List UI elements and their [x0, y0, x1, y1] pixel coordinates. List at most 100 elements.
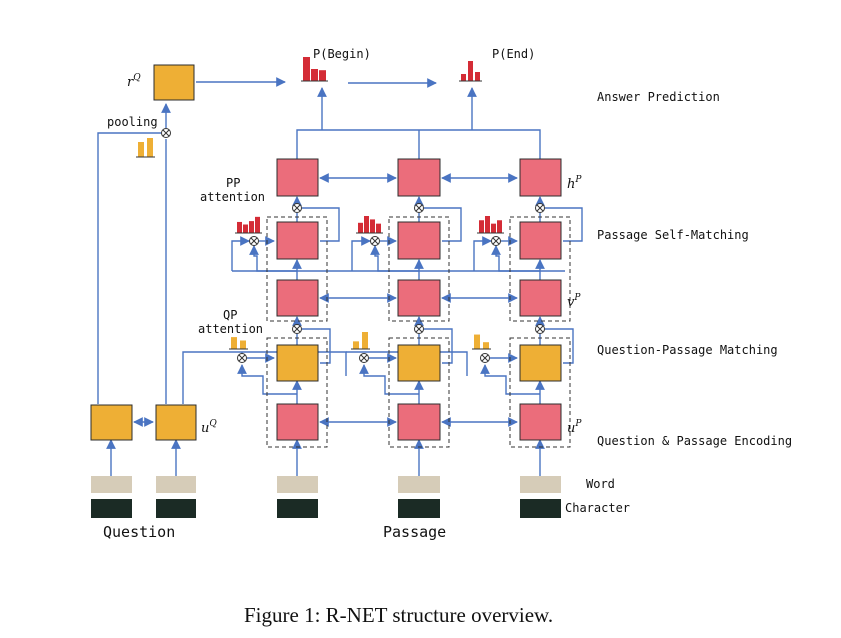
bar	[474, 334, 480, 349]
bar	[479, 220, 484, 233]
word-embedding	[156, 476, 196, 493]
multiply-operator-icon	[414, 324, 424, 334]
uP-symbol: uP	[567, 419, 582, 436]
bar	[461, 74, 466, 81]
pp-attention-bars	[356, 216, 383, 234]
pooling-bars	[136, 138, 155, 158]
bar	[370, 219, 375, 233]
pp-attention-bars	[477, 216, 504, 234]
hp-cell	[519, 158, 562, 197]
qp-attention-bars	[472, 334, 491, 350]
qp-matching-cell	[519, 344, 562, 382]
bar	[243, 224, 248, 233]
multiply-operator-icon	[249, 236, 259, 246]
passage-encoder-cell	[397, 403, 441, 441]
word-embedding	[91, 476, 132, 493]
bar	[237, 221, 242, 233]
bar	[147, 138, 153, 157]
bar	[483, 342, 489, 349]
char-embedding	[398, 499, 440, 518]
self-matching-cell	[519, 221, 562, 260]
self-matching-cell	[276, 221, 319, 260]
pp-attention-bars	[235, 216, 262, 234]
bar	[319, 70, 326, 81]
bar	[468, 61, 473, 81]
bar	[485, 216, 490, 233]
pooling-label: pooling	[107, 115, 158, 129]
word-embedding	[398, 476, 440, 493]
p-end-label: P(End)	[492, 47, 535, 61]
connectors	[97, 77, 583, 476]
qp-attention-label: QP	[223, 308, 237, 322]
question-label: Question	[103, 523, 175, 541]
bar	[240, 340, 246, 349]
bar	[364, 216, 369, 233]
bar	[303, 57, 310, 81]
hp-cell	[397, 158, 441, 197]
multiply-operator-icon	[292, 203, 302, 213]
passage-label: Passage	[383, 523, 446, 541]
rQ-symbol: rQ	[127, 73, 141, 90]
multiply-operator-icon	[414, 203, 424, 213]
bar	[475, 72, 480, 81]
multiply-operator-icon	[359, 353, 369, 363]
bar	[358, 222, 363, 233]
bar	[231, 337, 237, 349]
question-encoder-cell	[90, 404, 133, 441]
dashed-groups	[266, 216, 571, 448]
qp-attention-label: attention	[198, 322, 263, 336]
bar	[491, 223, 496, 233]
vP-symbol: vP	[567, 293, 581, 310]
pp-attention-label: PP	[226, 176, 240, 190]
p-end-bars	[459, 61, 482, 82]
char-embedding	[520, 499, 561, 518]
word-label: Word	[586, 477, 615, 491]
passage-encoder-cell	[519, 403, 562, 441]
multiply-operator-icon	[535, 203, 545, 213]
labels: P(Begin) P(End) pooling PP attention QP …	[103, 47, 792, 627]
char-embedding	[156, 499, 196, 518]
hp-cell	[276, 158, 319, 197]
char-embedding	[91, 499, 132, 518]
word-embedding	[277, 476, 318, 493]
bar	[497, 220, 502, 233]
qp-matching-cell	[276, 344, 319, 382]
question-encoder-cell	[155, 404, 197, 441]
vp-cell	[397, 279, 441, 317]
layer-answer-prediction: Answer Prediction	[597, 90, 720, 104]
uQ-symbol: uQ	[201, 419, 217, 436]
qp-matching-cell	[397, 344, 441, 382]
layer-qp-matching: Question-Passage Matching	[597, 343, 778, 357]
bar	[255, 216, 260, 233]
layer-encoding: Question & Passage Encoding	[597, 434, 792, 448]
vp-cell	[519, 279, 562, 317]
rQ-cell	[153, 64, 195, 101]
p-begin-bars	[301, 57, 328, 82]
passage-encoder-cell	[276, 403, 319, 441]
qp-attention-bars	[351, 332, 370, 350]
bar	[311, 69, 318, 81]
embeddings	[91, 476, 561, 518]
bar	[353, 341, 359, 349]
p-begin-label: P(Begin)	[313, 47, 371, 61]
bar	[362, 332, 368, 349]
qp-attention-bars	[229, 337, 248, 350]
word-embedding	[520, 476, 561, 493]
bar	[376, 223, 381, 233]
bar	[138, 142, 144, 157]
figure-caption: Figure 1: R-NET structure overview.	[244, 603, 553, 627]
attention-operators	[161, 128, 545, 363]
character-label: Character	[565, 501, 630, 515]
vp-cell	[276, 279, 319, 317]
multiply-operator-icon	[491, 236, 501, 246]
probability-bars	[136, 57, 504, 350]
cells	[90, 64, 562, 441]
bar	[249, 221, 254, 233]
multiply-operator-icon	[480, 353, 490, 363]
layer-self-matching: Passage Self-Matching	[597, 228, 749, 242]
multiply-operator-icon	[535, 324, 545, 334]
self-matching-cell	[397, 221, 441, 260]
multiply-operator-icon	[161, 128, 171, 138]
char-embedding	[277, 499, 318, 518]
